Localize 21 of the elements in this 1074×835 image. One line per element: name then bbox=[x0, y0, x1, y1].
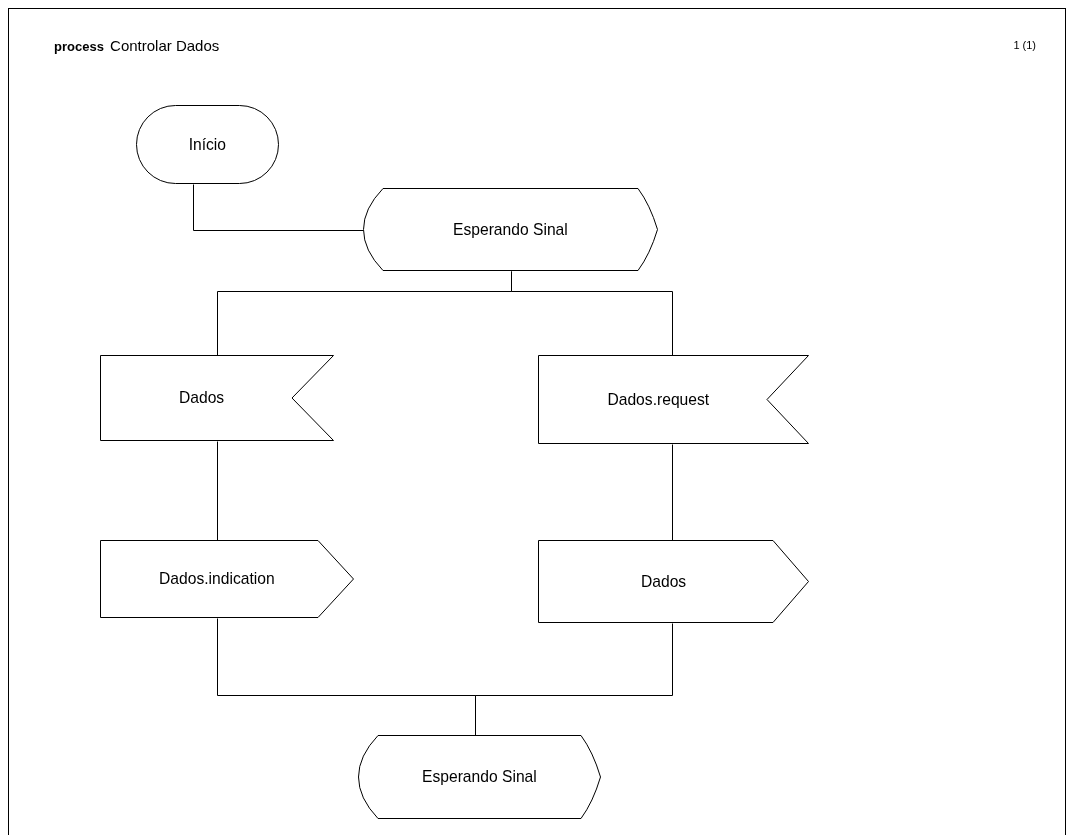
diagram-title: process Controlar Dados bbox=[54, 37, 220, 54]
start-terminal bbox=[136, 105, 279, 184]
node-label: Dados bbox=[640, 571, 687, 592]
connector-line bbox=[475, 623, 673, 736]
node-label: Esperando Sinal bbox=[453, 219, 568, 240]
state-symbol bbox=[363, 188, 658, 271]
node-label: Esperando Sinal bbox=[422, 767, 537, 787]
connector-line bbox=[672, 444, 673, 541]
connector-line bbox=[193, 184, 364, 231]
connector-line bbox=[217, 441, 218, 541]
node-label: Dados.indication bbox=[159, 569, 275, 589]
node-label: Início bbox=[188, 134, 227, 155]
page-number: 1 (1) bbox=[1013, 39, 1036, 51]
output-signal-symbol bbox=[100, 540, 354, 618]
node-label: Dados bbox=[179, 388, 225, 408]
connector-line bbox=[511, 271, 673, 356]
output-signal-symbol bbox=[538, 540, 809, 623]
state-symbol bbox=[358, 735, 601, 819]
input-signal-symbol bbox=[538, 355, 809, 444]
node-label: Dados.request bbox=[607, 389, 710, 410]
input-signal-symbol bbox=[100, 355, 334, 441]
